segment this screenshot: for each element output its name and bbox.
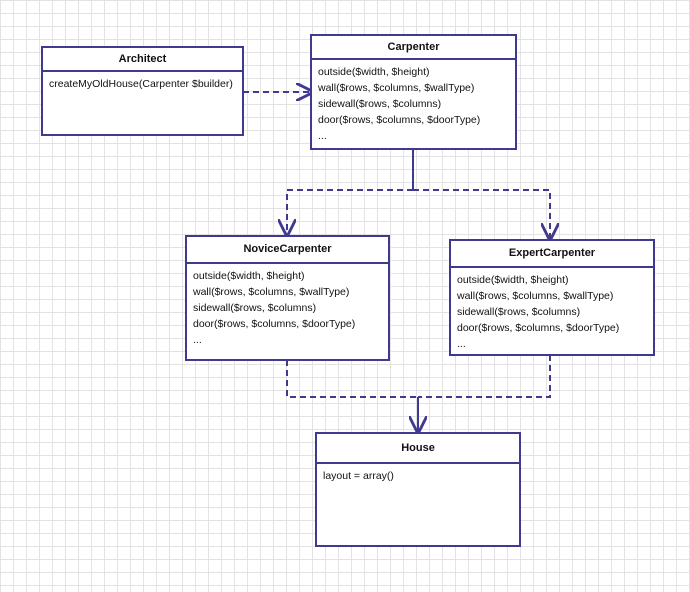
novice-carpenter-class-title: NoviceCarpenter [187,237,388,264]
novice-carpenter-member: door($rows, $columns, $doorType) [193,318,356,330]
carpenter-to-expert-dashed [413,189,550,239]
architect-class-members: createMyOldHouse(Carpenter $builder) [43,72,242,92]
novice-carpenter-member: sidewall($rows, $columns) [193,302,317,314]
novice-carpenter-class-members: outside($width, $height) wall($rows, $co… [187,264,388,348]
architect-class-box[interactable]: Architect createMyOldHouse(Carpenter $bu… [41,46,244,136]
architect-member: createMyOldHouse(Carpenter $builder) [49,78,233,90]
carpenter-class-members: outside($width, $height) wall($rows, $co… [312,60,515,144]
expert-carpenter-class-members: outside($width, $height) wall($rows, $co… [451,268,653,352]
novice-to-house-dashed [286,360,418,398]
carpenter-to-novice-dashed [287,189,413,235]
architect-class-title: Architect [43,48,242,72]
expert-carpenter-member: ... [457,338,466,350]
expert-carpenter-class-box[interactable]: ExpertCarpenter outside($width, $height)… [449,239,655,356]
carpenter-class-title: Carpenter [312,36,515,60]
expert-carpenter-member: sidewall($rows, $columns) [457,306,581,318]
house-class-box[interactable]: House layout = array() [315,432,521,547]
novice-carpenter-member: outside($width, $height) [193,270,305,282]
carpenter-class-box[interactable]: Carpenter outside($width, $height) wall(… [310,34,517,150]
expert-to-house-dashed [418,355,551,398]
expert-carpenter-member: wall($rows, $columns, $wallType) [457,290,614,302]
novice-carpenter-member: wall($rows, $columns, $wallType) [193,286,350,298]
carpenter-member: wall($rows, $columns, $wallType) [318,82,475,94]
carpenter-member: sidewall($rows, $columns) [318,98,442,110]
expert-carpenter-member: door($rows, $columns, $doorType) [457,322,620,334]
carpenter-member: ... [318,130,327,142]
carpenter-member: door($rows, $columns, $doorType) [318,114,481,126]
house-class-members: layout = array() [317,464,519,484]
novice-carpenter-member: ... [193,334,202,346]
expert-carpenter-member: outside($width, $height) [457,274,569,286]
novice-carpenter-class-box[interactable]: NoviceCarpenter outside($width, $height)… [185,235,390,361]
house-member: layout = array() [323,470,394,482]
carpenter-member: outside($width, $height) [318,66,430,78]
expert-carpenter-class-title: ExpertCarpenter [451,241,653,268]
house-class-title: House [317,434,519,464]
